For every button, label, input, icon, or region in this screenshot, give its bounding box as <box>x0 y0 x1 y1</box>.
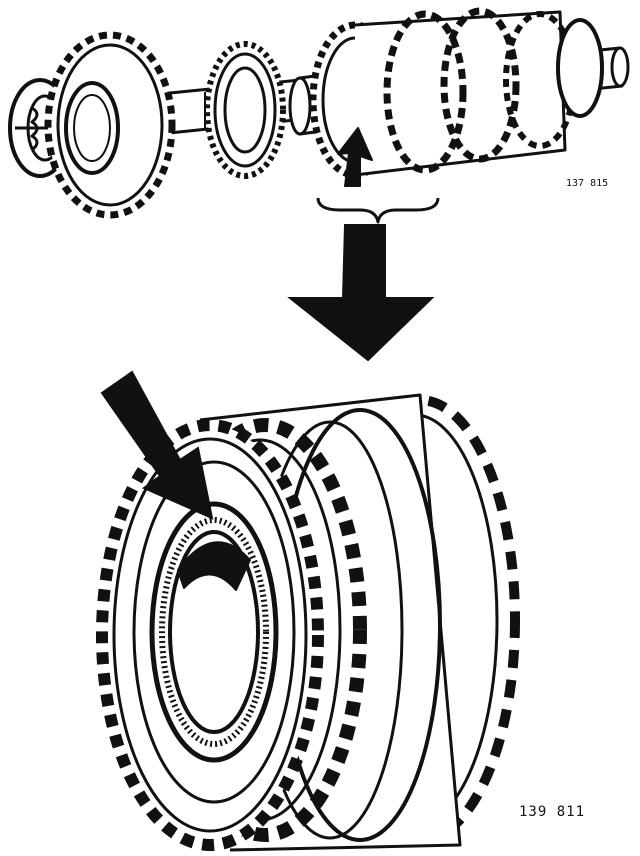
bearing-bore <box>149 501 279 763</box>
arrow-icon <box>337 127 373 187</box>
exploded-shaft-assembly <box>8 7 630 224</box>
bracket-brace <box>316 197 440 224</box>
left-gear <box>44 31 176 219</box>
gear-cluster <box>309 7 604 179</box>
synchro-ring <box>204 41 286 179</box>
figure-reference-bottom: 139 811 <box>519 804 586 820</box>
arrow-icon <box>287 224 435 362</box>
arrow-icon <box>100 370 214 520</box>
enlarged-gear <box>96 393 520 852</box>
figure-reference-top: 137 815 <box>566 178 609 189</box>
